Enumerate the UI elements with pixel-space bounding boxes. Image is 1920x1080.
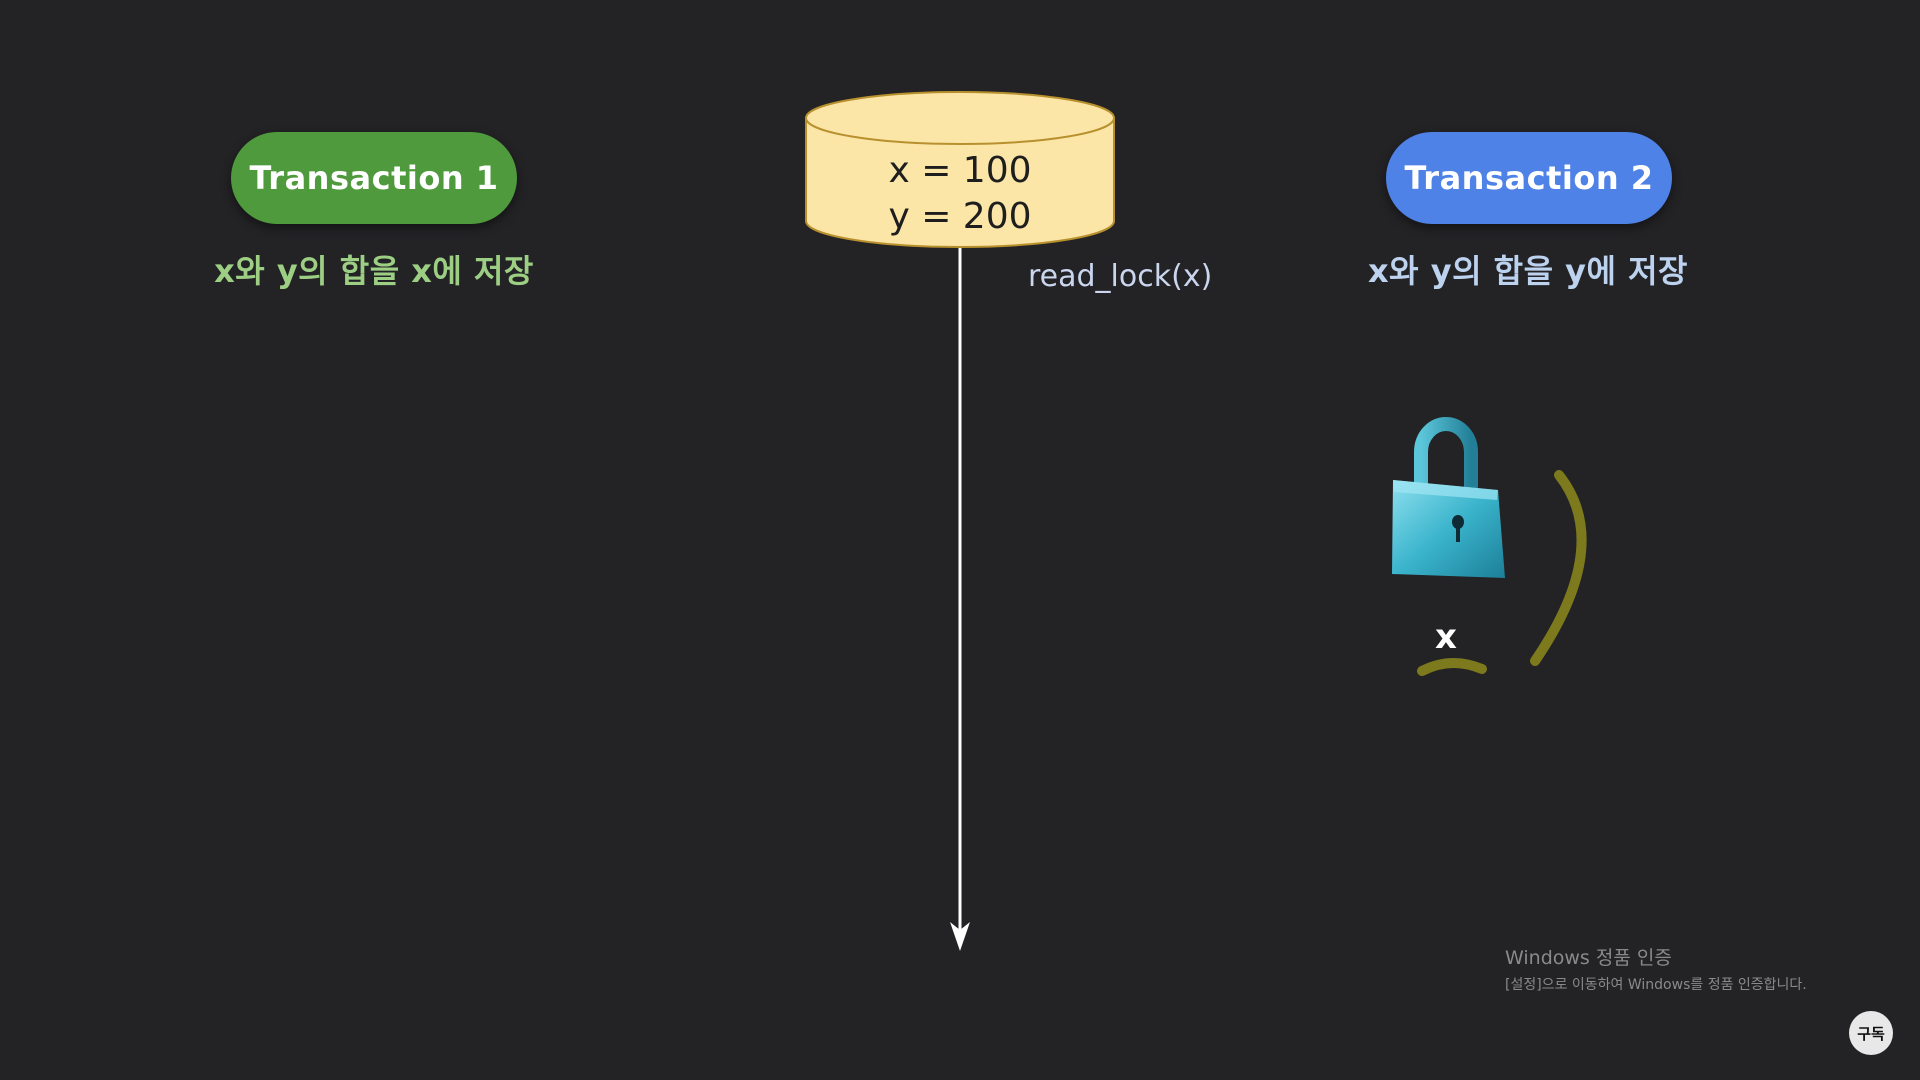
transaction2-badge: Transaction 2 — [1386, 132, 1672, 224]
database-cylinder: x = 100 y = 200 — [805, 91, 1115, 248]
lock-variable-label: x — [1435, 617, 1457, 657]
database-value-x: x = 100 — [888, 150, 1031, 191]
smiley-annotation — [1417, 470, 1587, 676]
transaction1-badge: Transaction 1 — [231, 132, 517, 224]
operation-label: read_lock(x) — [1028, 259, 1212, 294]
database-value-y: y = 200 — [888, 196, 1031, 237]
padlock-icon — [1392, 417, 1505, 578]
windows-activation-subtitle: [설정]으로 이동하여 Windows를 정품 인증합니다. — [1505, 977, 1807, 993]
windows-activation-notice: Windows 정품 인증 [설정]으로 이동하여 Windows를 정품 인증… — [1505, 943, 1807, 994]
windows-activation-title: Windows 정품 인증 — [1505, 947, 1672, 969]
subscribe-button[interactable]: 구독 — [1849, 1011, 1893, 1055]
transaction2-task: x와 y의 합을 y에 저장 — [1367, 252, 1688, 290]
transaction1-task: x와 y의 합을 x에 저장 — [214, 252, 534, 290]
timeline-arrow — [950, 248, 970, 951]
